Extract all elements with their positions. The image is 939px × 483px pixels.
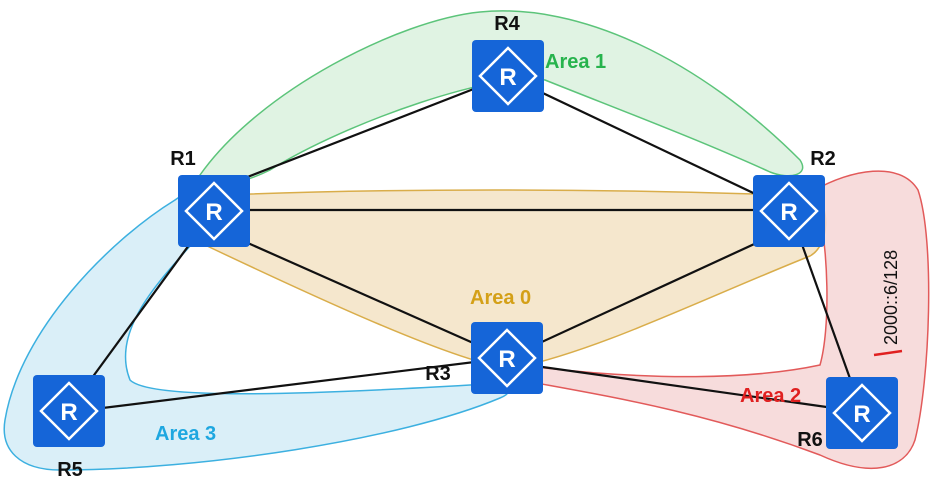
router-label-r5: R5	[57, 459, 83, 481]
router-r5[interactable]: R	[33, 375, 105, 447]
link-r4-r2	[506, 75, 790, 211]
link-r3-r6	[506, 360, 863, 414]
interface-marker	[873, 349, 903, 357]
router-r4[interactable]: R	[472, 40, 544, 112]
router-label-r4: R4	[494, 13, 520, 35]
area1-region	[197, 10, 804, 187]
area2-region	[510, 170, 930, 470]
area-label-3: Area 3	[155, 423, 216, 445]
router-glyph: R	[780, 199, 797, 226]
area-label-2: Area 2	[740, 385, 801, 407]
router-glyph: R	[499, 64, 516, 91]
router-label-r3: R3	[425, 363, 451, 385]
area3-region	[3, 191, 509, 471]
router-label-r1: R1	[170, 148, 196, 170]
router-glyph: R	[498, 346, 515, 373]
router-label-r2: R2	[810, 148, 836, 170]
router-glyph: R	[853, 401, 870, 428]
area-label-0: Area 0	[470, 287, 531, 309]
router-label-r6: R6	[797, 429, 823, 451]
link-r1-r4	[213, 74, 508, 192]
area0-region	[184, 189, 827, 369]
area-label-1: Area 1	[545, 51, 606, 73]
link-r2-r3	[506, 227, 790, 359]
link-r5-r3	[69, 356, 508, 414]
router-r1[interactable]: R	[178, 175, 250, 247]
interface-address-label: 2000::6/128	[881, 250, 901, 345]
router-r3[interactable]: R	[471, 322, 543, 394]
link-r1-r3	[213, 226, 508, 360]
router-glyph: R	[205, 199, 222, 226]
router-glyph: R	[60, 399, 77, 426]
router-r2[interactable]: R	[753, 175, 825, 247]
router-r6[interactable]: R	[826, 377, 898, 449]
